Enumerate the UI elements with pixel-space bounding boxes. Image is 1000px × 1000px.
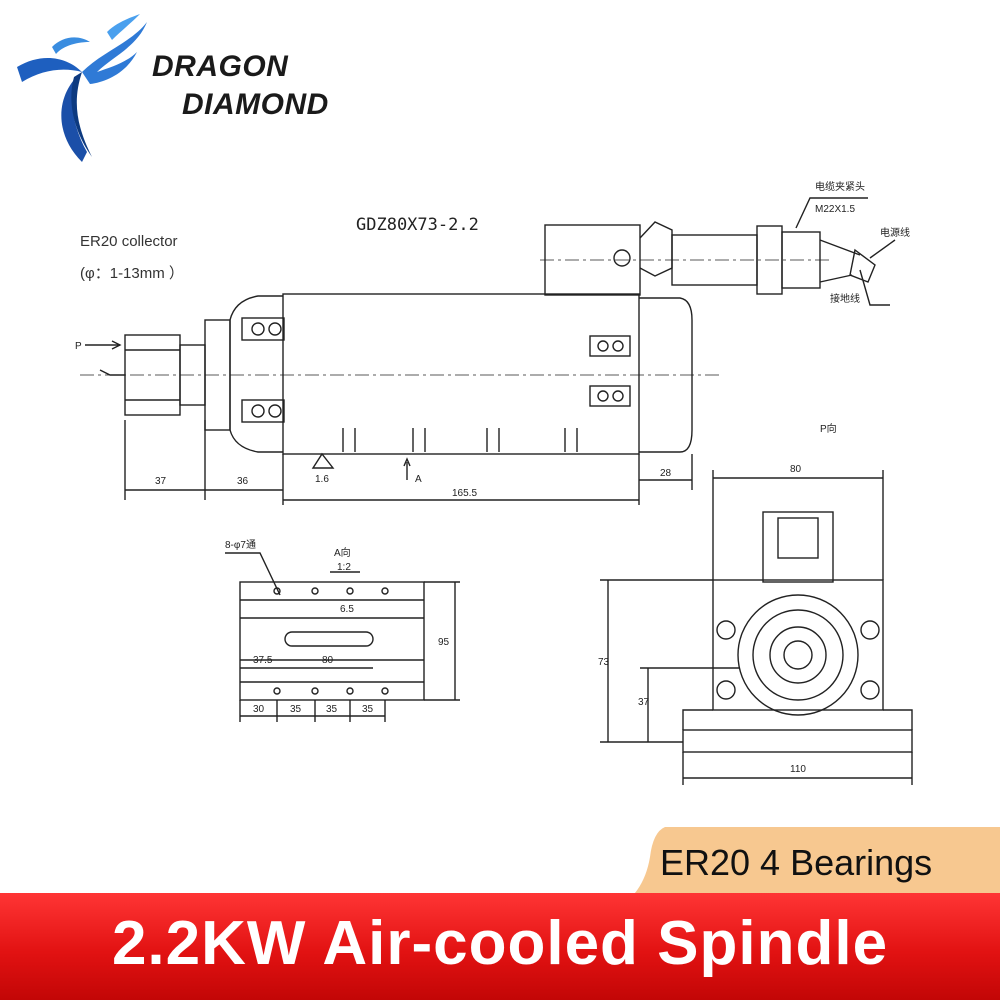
dim-110: 110 — [790, 764, 806, 775]
power-wire-label: 电源线 — [880, 226, 910, 239]
badge-text: ER20 4 Bearings — [660, 842, 933, 883]
dim-35-a: 35 — [290, 704, 302, 715]
holes-label: 8-φ7通 — [225, 539, 256, 551]
section-a-label: A — [415, 474, 422, 485]
dim-35-b: 35 — [326, 704, 338, 715]
thread-label: M22X1.5 — [815, 204, 855, 215]
dim-80-top: 80 — [790, 464, 802, 475]
brand-name-line2: DIAMOND — [182, 88, 329, 121]
brand-name-line1: DRAGON — [152, 50, 289, 83]
dim-37: 37 — [155, 476, 167, 487]
base-plate-view — [239, 581, 425, 701]
dim-6-5: 6.5 — [340, 604, 354, 615]
view-a-label: A向 — [334, 546, 351, 559]
roughness-label: 1.6 — [315, 474, 329, 485]
dim-73: 73 — [598, 657, 610, 668]
spindle-body — [282, 293, 640, 455]
view-p-label: P向 — [820, 422, 837, 435]
model-number: GDZ80X73-2.2 — [356, 215, 479, 235]
dim-37-5: 37.5 — [253, 655, 273, 666]
dim-30: 30 — [253, 704, 265, 715]
collector-label: ER20 collector — [80, 233, 178, 250]
product-title: 2.2KW Air-cooled Spindle — [111, 909, 889, 978]
title-banner — [0, 893, 1000, 1000]
collector-range: (φ：1-13mm ） — [80, 265, 184, 282]
dim-165-5: 165.5 — [452, 488, 477, 499]
view-a-scale: 1:2 — [337, 562, 351, 573]
dim-28: 28 — [660, 468, 672, 479]
cable-clamp-label: 电缆夹紧头 — [815, 180, 865, 193]
dim-95: 95 — [438, 637, 450, 648]
feature-badge — [625, 827, 1000, 903]
dim-35-c: 35 — [362, 704, 374, 715]
dragon-logo-icon — [17, 14, 147, 162]
ground-wire-label: 接地线 — [830, 292, 860, 305]
arrow-p-label: P — [75, 341, 82, 352]
dim-80-base: 80 — [322, 655, 334, 666]
end-view — [712, 579, 884, 711]
dim-36: 36 — [237, 476, 249, 487]
dim-37-side: 37 — [638, 697, 650, 708]
